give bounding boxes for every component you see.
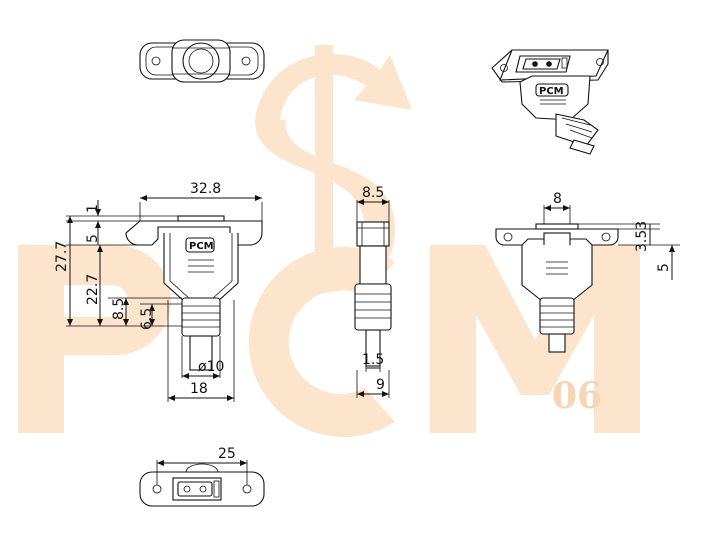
back-dimensions: 8 3.53 5 [543, 191, 680, 280]
watermark-code: 06 [552, 375, 602, 417]
dim-front-5: 5 [85, 234, 101, 243]
back-view [495, 223, 619, 353]
watermark-arrow [255, 54, 412, 120]
front-view: PCM [125, 215, 263, 371]
dim-front-width: 32.8 [190, 181, 221, 197]
dim-front-diameter: ø10 [198, 359, 224, 375]
watermark-bar [315, 45, 333, 255]
bottom-dimensions: 25 [156, 446, 248, 485]
bottom-view [139, 463, 265, 507]
watermark-letter-c [248, 247, 395, 438]
dim-side-bottom: 9 [376, 377, 385, 393]
iso-logo: PCM [539, 86, 564, 97]
dim-back-3-53: 3.53 [634, 221, 650, 252]
watermark-letter-m [430, 245, 640, 433]
dim-bottom-width: 25 [218, 446, 236, 462]
isometric-view: PCM [491, 49, 609, 155]
dim-side-pin: 1.5 [362, 352, 384, 368]
dim-front-bottom: 18 [190, 381, 208, 397]
dim-front-6-5: 6.5 [139, 308, 155, 330]
dim-front-22-7: 22.7 [85, 274, 101, 305]
side-dimensions: 8.5 1.5 9 [356, 185, 390, 398]
dim-back-5: 5 [656, 263, 672, 272]
dim-side-top: 8.5 [362, 185, 384, 201]
top-view [139, 39, 265, 83]
dim-front-1: 1 [85, 204, 101, 213]
front-logo: PCM [189, 241, 214, 252]
front-dimensions: 32.8 1 5 27.7 22.7 8.5 6.5 ø10 [54, 181, 263, 402]
watermark-letter-p [18, 245, 171, 433]
dim-back-slot: 8 [553, 191, 562, 207]
side-view [354, 221, 392, 367]
dim-front-8-5: 8.5 [111, 298, 127, 320]
dim-front-27-7: 27.7 [54, 241, 70, 272]
